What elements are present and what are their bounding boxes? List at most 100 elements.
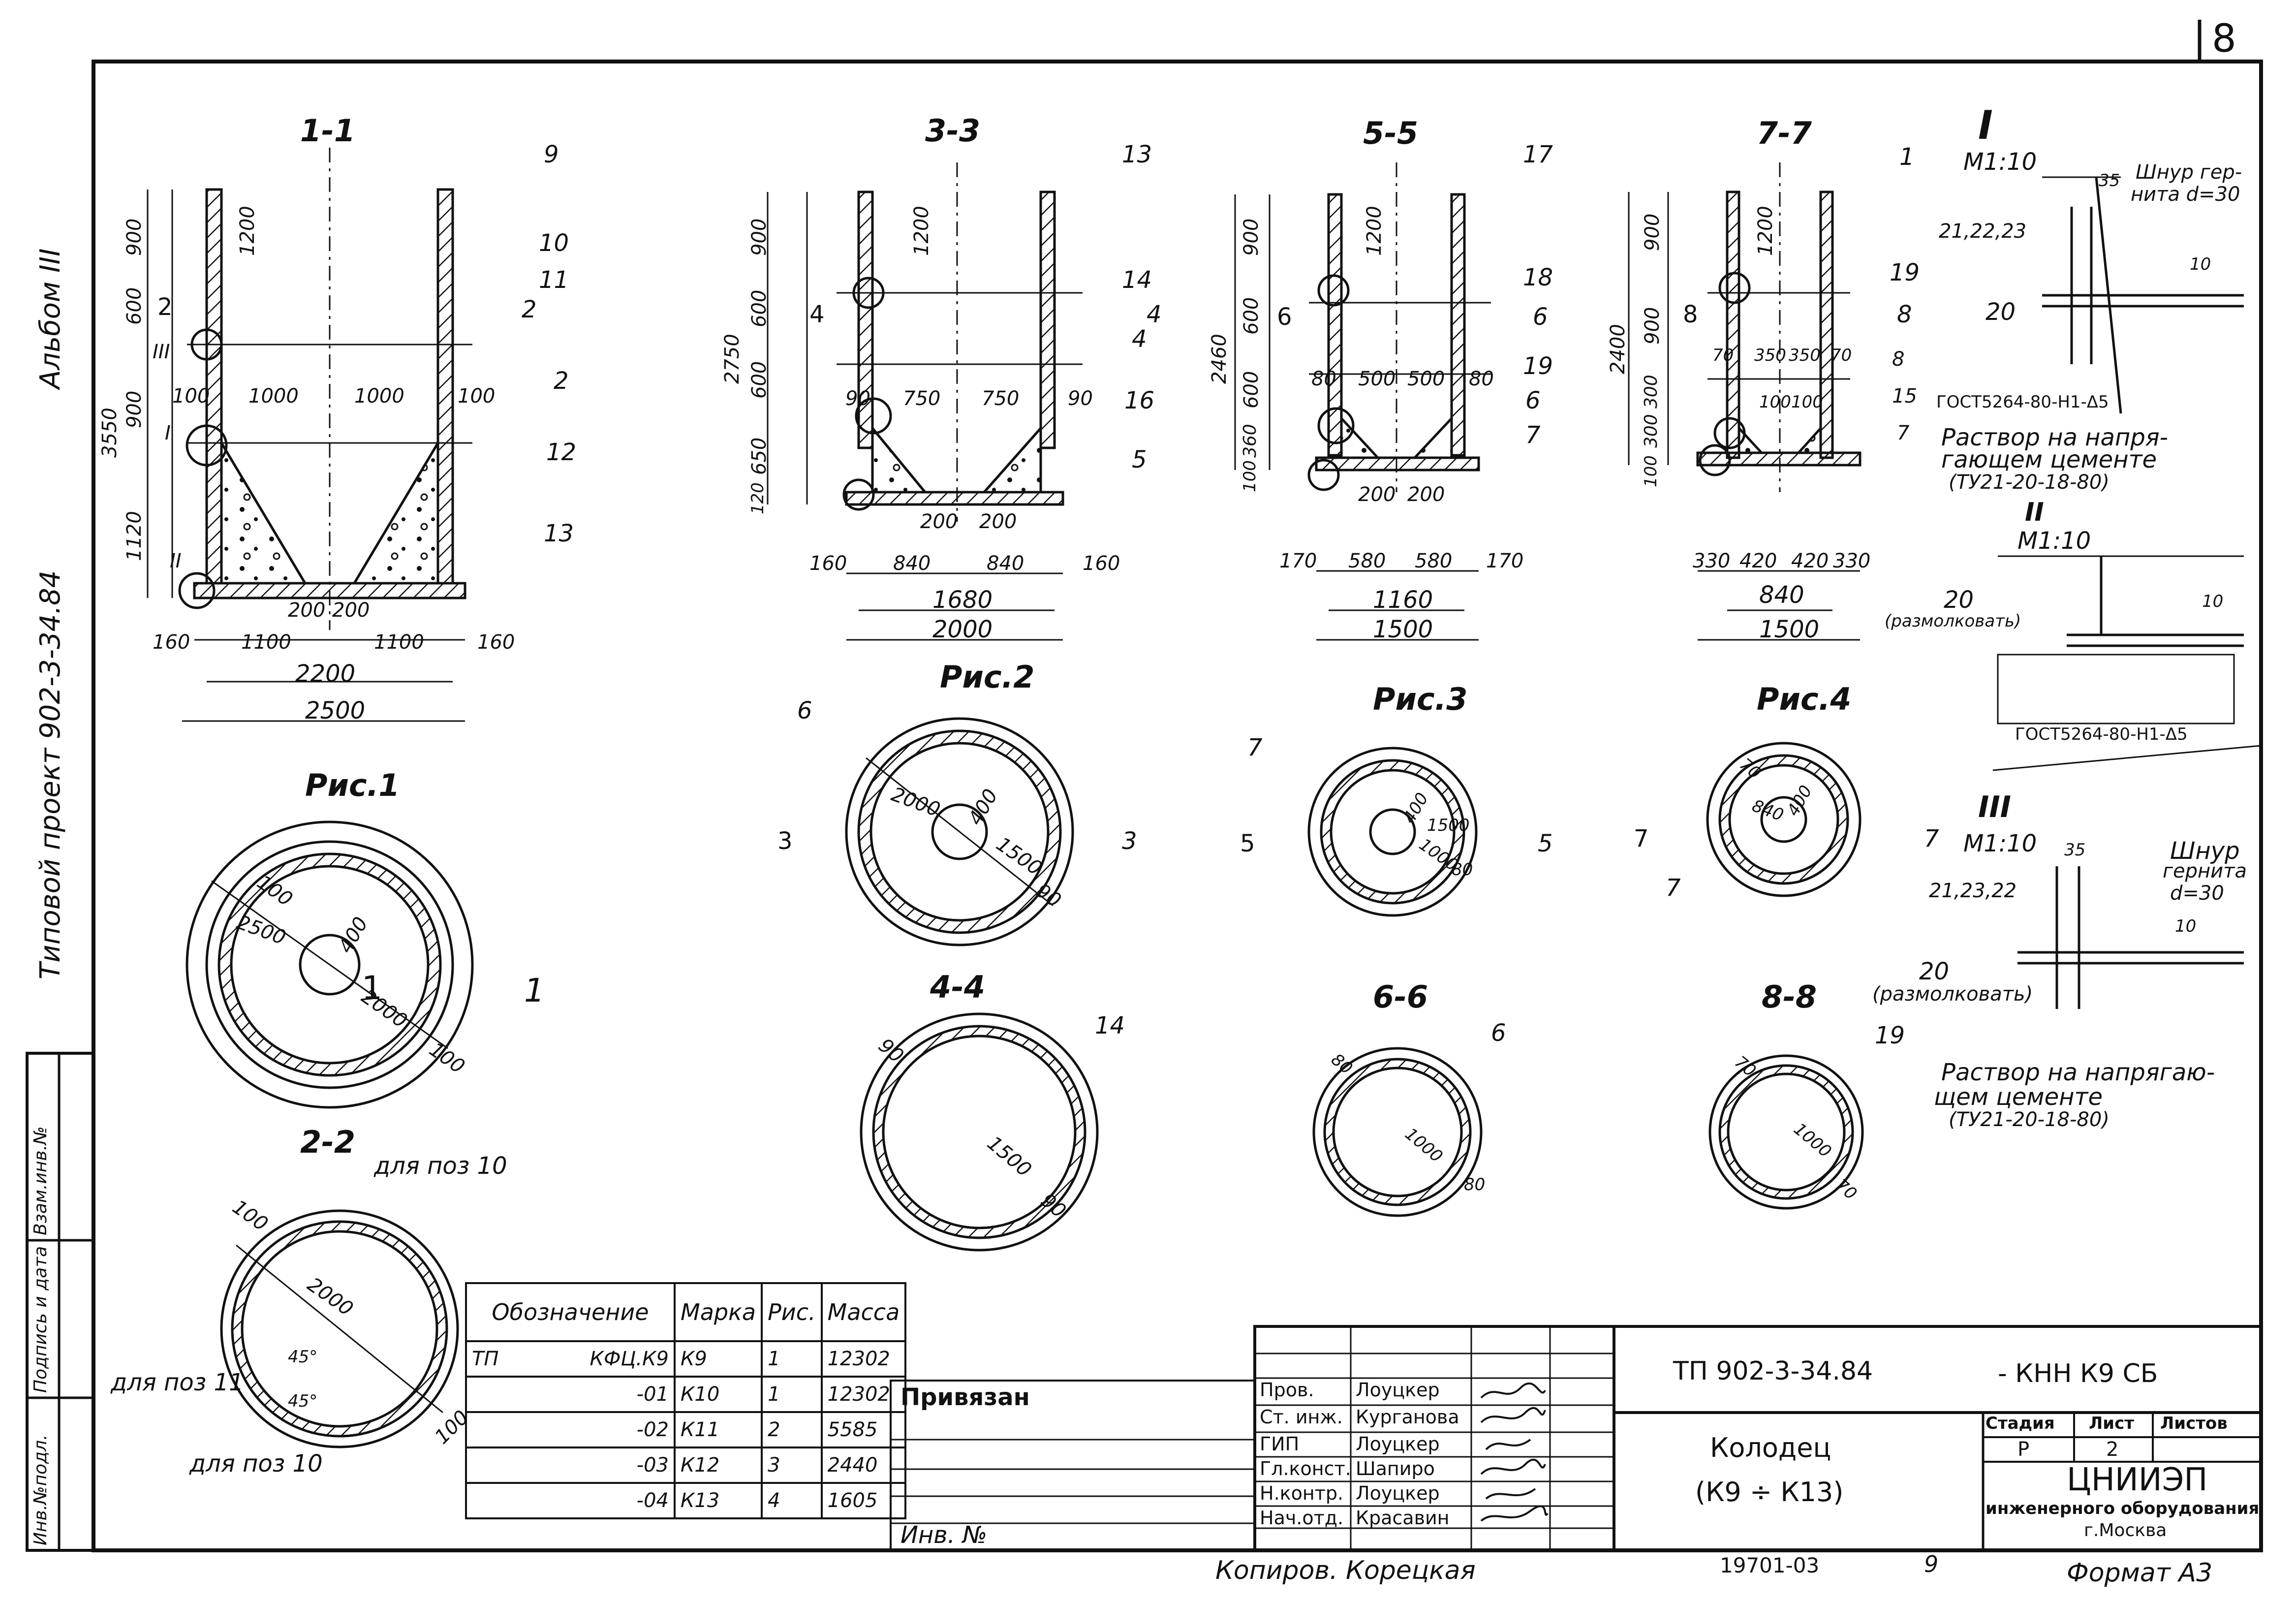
stamp-vzam-inv: Взам.инв.№ bbox=[31, 1126, 51, 1235]
section-title-6-6: 6-6 bbox=[1373, 979, 1428, 1015]
tb-role-1: Ст. инж. bbox=[1260, 1406, 1343, 1428]
dim-5-5-500a: 500 bbox=[1358, 368, 1396, 390]
cut-mark-1-right: 1 bbox=[524, 972, 545, 1009]
tb-role-3: Гл.конст. bbox=[1260, 1458, 1351, 1479]
section-title-2-2: 2-2 bbox=[300, 1124, 356, 1160]
dim-7-7-300a: 300 bbox=[1641, 375, 1661, 409]
dim-1-1-160a: 160 bbox=[153, 631, 190, 654]
dim-3-3-750a: 750 bbox=[903, 387, 941, 410]
dim-3-3-160b: 160 bbox=[1083, 552, 1120, 575]
pos-19b: 19 bbox=[1890, 259, 1920, 286]
section-title-1-1: 1-1 bbox=[300, 113, 356, 149]
dim-7-7-1500: 1500 bbox=[1759, 616, 1820, 643]
node1-10: 10 bbox=[2190, 254, 2211, 274]
pos-10: 10 bbox=[539, 229, 569, 257]
tb-name-0: Лоуцкер bbox=[1356, 1379, 1440, 1401]
dim-7-7-900: 900 bbox=[1641, 213, 1664, 251]
spec-cell: 1 bbox=[761, 1340, 823, 1378]
cut-mark-3-right: 3 bbox=[1122, 827, 1137, 855]
dim-5-5-170a: 170 bbox=[1279, 550, 1317, 572]
cut-mark-3-left: 3 bbox=[777, 827, 793, 855]
dim-5-5-1200: 1200 bbox=[1363, 206, 1386, 256]
cut-mark-5-right: 5 bbox=[1538, 830, 1553, 857]
pos-19a: 19 bbox=[1523, 352, 1553, 380]
plan-title-ris2: Рис.2 bbox=[940, 659, 1035, 695]
node-scale-1: М1:10 bbox=[1963, 148, 2037, 176]
dim-7-7-2400: 2400 bbox=[1607, 324, 1629, 374]
tb-object-range: (К9 ÷ К13) bbox=[1695, 1477, 1844, 1508]
spec-cell: 5585 bbox=[820, 1411, 907, 1448]
node1-pos: 21,22,23 bbox=[1939, 220, 2027, 243]
node3-shnur: Шнур bbox=[2170, 837, 2240, 865]
section-title-7-7: 7-7 bbox=[1757, 115, 1812, 151]
dim-1-1-200a: 200 bbox=[288, 599, 326, 622]
dim-3-3-90b: 90 bbox=[1068, 387, 1093, 410]
dim-1-1-160b: 160 bbox=[477, 631, 515, 654]
signature-icon bbox=[1480, 1383, 1549, 1522]
dim-1-1-2200: 2200 bbox=[295, 660, 356, 688]
pos-14-s44: 14 bbox=[1095, 1012, 1125, 1039]
label-for-pos10-top: для поз 10 bbox=[374, 1152, 507, 1180]
inv-label: Инв. № bbox=[900, 1521, 988, 1549]
spec-cell: 2 bbox=[761, 1411, 823, 1448]
dim-1-1-1120: 1120 bbox=[123, 511, 146, 561]
dim-1-1-2500: 2500 bbox=[305, 697, 366, 724]
dim-5-5-580a: 580 bbox=[1348, 550, 1386, 572]
dim-1-1-1100b: 1100 bbox=[374, 631, 424, 654]
spec-cell bbox=[465, 1411, 528, 1448]
dim-3-3-900: 900 bbox=[748, 218, 771, 256]
tb-stage: Р bbox=[2017, 1438, 2030, 1461]
dim-ris3-d: 80 bbox=[1452, 860, 1473, 880]
spec-cell: К13 bbox=[673, 1482, 763, 1519]
node3-pos: 21,23,22 bbox=[1929, 880, 2017, 902]
dim-7-7-420a: 420 bbox=[1739, 550, 1777, 572]
node3-35: 35 bbox=[2064, 840, 2086, 860]
dim-7-7-100: 100 bbox=[1641, 455, 1661, 487]
dim-1-1-1200: 1200 bbox=[236, 206, 259, 256]
plan-8-8 bbox=[1708, 1054, 1864, 1210]
dim-5-5-2460: 2460 bbox=[1208, 334, 1231, 384]
node1-20: 20 bbox=[1986, 298, 2016, 326]
tb-name-3: Шапиро bbox=[1356, 1458, 1435, 1479]
pos-15: 15 bbox=[1892, 385, 1917, 408]
node-scale-3: М1:10 bbox=[1963, 830, 2037, 857]
tb-name-1: Курганова bbox=[1356, 1406, 1459, 1428]
section-5-5-drawing bbox=[1234, 162, 1491, 641]
node-details-drawing bbox=[1992, 176, 2262, 1009]
dim-5-5-1160: 1160 bbox=[1373, 586, 1433, 614]
plan-4-4 bbox=[860, 1012, 1099, 1252]
spec-cell: 12302 bbox=[820, 1340, 907, 1378]
dim-3-3-200b: 200 bbox=[979, 510, 1017, 533]
section-title-4-4: 4-4 bbox=[930, 969, 986, 1005]
cut-mark-1-left: 1 bbox=[362, 969, 382, 1007]
spec-header-designation: Обозначение bbox=[465, 1282, 676, 1342]
pos-6-s66: 6 bbox=[1491, 1019, 1506, 1047]
node1-35: 35 bbox=[2099, 171, 2120, 190]
dim-3-3-750b: 750 bbox=[982, 387, 1020, 410]
dim-3-3-2000: 2000 bbox=[932, 616, 993, 643]
spec-cell: КФЦ.К9 bbox=[527, 1340, 676, 1378]
dim-5-5-200a: 200 bbox=[1358, 483, 1396, 506]
spec-cell bbox=[465, 1482, 528, 1519]
dim-7-7-100b: 100 bbox=[1791, 392, 1823, 412]
tb-org: ЦНИИЭП bbox=[2067, 1462, 2208, 1498]
dim-3-3-2750: 2750 bbox=[721, 334, 744, 384]
node1-gost: ГОСТ5264-80-Н1-Δ5 bbox=[1936, 392, 2109, 412]
dim-5-5-580b: 580 bbox=[1415, 550, 1453, 572]
dim-7-7-1200: 1200 bbox=[1754, 206, 1777, 256]
pos-7-ris3: 7 bbox=[1247, 734, 1263, 761]
dim-5-5-1500: 1500 bbox=[1373, 616, 1433, 643]
tb-name-4: Лоуцкер bbox=[1356, 1482, 1440, 1504]
spec-header-mass: Масса bbox=[820, 1282, 907, 1342]
dim-7-7-350b: 350 bbox=[1789, 346, 1821, 365]
tb-role-4: Н.контр. bbox=[1260, 1482, 1344, 1504]
pos-7: 7 bbox=[1525, 421, 1541, 449]
stamp-inv-podl: Инв.№подл. bbox=[31, 1434, 51, 1545]
dim-5-5-600a: 600 bbox=[1240, 297, 1263, 335]
spec-cell: -02 bbox=[527, 1411, 676, 1448]
dim-3-3-160a: 160 bbox=[809, 552, 847, 575]
node3-rastvor: Раствор на напрягаю- bbox=[1941, 1059, 2215, 1086]
dim-7-7-330a: 330 bbox=[1693, 550, 1731, 572]
spec-cell: 1605 bbox=[820, 1482, 907, 1519]
section-title-5-5: 5-5 bbox=[1363, 115, 1419, 151]
